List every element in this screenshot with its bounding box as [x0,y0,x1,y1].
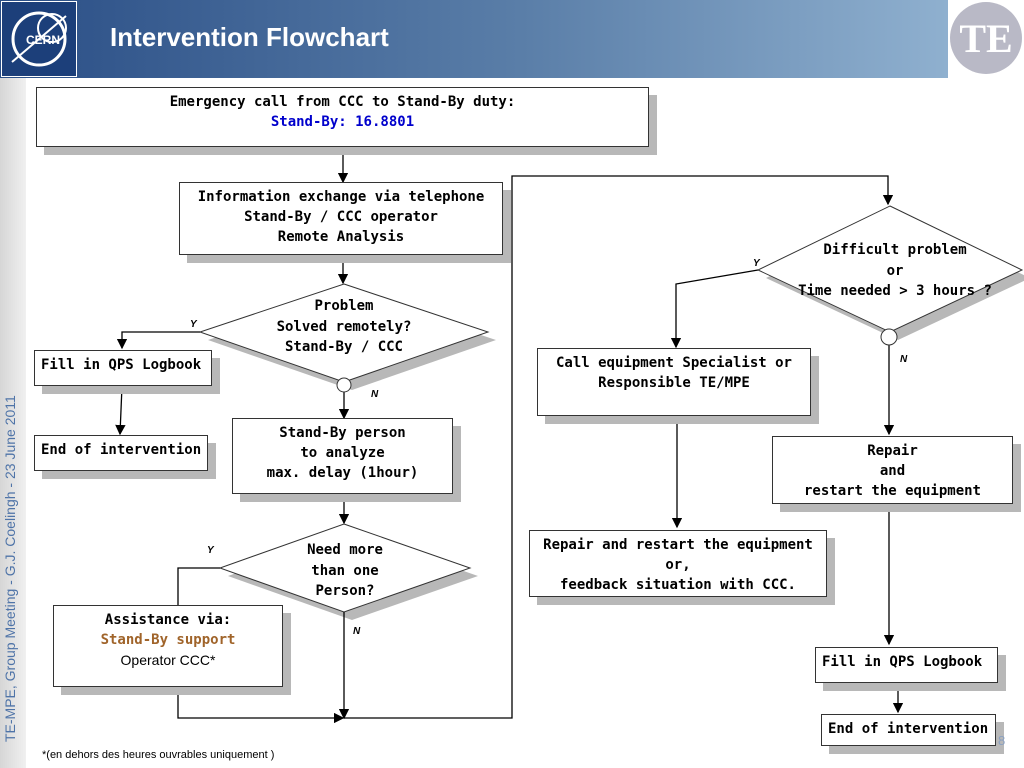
node-info-exchange-line3: Remote Analysis [277,229,405,245]
cern-logo-icon: CERN [11,11,67,67]
node-repair-feedback-line2: or, [665,557,691,573]
decision-need-more-line3: Person? [315,583,375,599]
decision-problem-solved-line1: Problem [314,298,374,314]
node-assistance-line1: Assistance via: [104,612,232,628]
edge-label-yes: Y [753,258,760,269]
node-end-left: End of intervention [34,435,208,471]
page-number: 8 [998,733,1006,748]
node-repair-restart: Repair and restart the equipment [772,436,1013,504]
node-end-right: End of intervention [821,714,996,746]
node-repair-feedback-line1: Repair and restart the equipment [543,537,813,553]
node-call-specialist-line2: Responsible TE/MPE [598,375,750,391]
edge-label-yes: Y [207,545,214,556]
node-standby-analyze-line2: to analyze [300,445,385,461]
te-logo-icon: TE [950,2,1022,74]
node-repair-restart-line3: restart the equipment [803,483,981,499]
node-fill-logbook-left: Fill in QPS Logbook [34,350,212,386]
te-logo-text: TE [959,16,1012,61]
decision-problem-solved-line3: Stand-By / CCC [284,339,403,355]
edge-label-no: N [353,626,361,637]
connector-circle [880,328,898,346]
node-repair-restart-line1: Repair [867,443,918,459]
node-emergency-call-line1: Emergency call from CCC to Stand-By duty… [169,94,516,110]
edge-label-no: N [900,354,908,365]
node-repair-feedback-line3: feedback situation with CCC. [559,577,796,593]
node-end-left-text: End of intervention [41,442,202,458]
decision-difficult-problem-line3: Time needed > 3 hours ? [798,283,992,299]
decision-difficult-problem-line1: Difficult problem [823,242,967,258]
node-assistance-line2: Stand-By support [100,632,236,648]
footnote: *(en dehors des heures ouvrables uniquem… [42,749,275,761]
decision-problem-solved-line2: Solved remotely? [276,318,412,335]
edge-label-no: N [371,389,379,400]
node-repair-restart-line2: and [879,463,906,479]
cern-logo-text: CERN [26,33,60,47]
node-emergency-call: Emergency call from CCC to Stand-By duty… [36,87,649,147]
edge-label-yes: Y [190,319,197,330]
edge-problem-yes [116,331,200,350]
decision-difficult-problem-line2: or [886,262,904,279]
decision-difficult-problem-text: Difficult problem or Time needed > 3 hou… [780,240,1010,302]
node-assistance: Assistance via: Stand-By support Operato… [53,605,283,687]
edge-logbook-to-end [115,385,126,436]
edge-difficult-yes [670,269,759,349]
sidebar [0,78,26,768]
connector-circle [336,377,352,393]
node-standby-analyze-line3: max. delay (1hour) [266,465,419,481]
cern-logo: CERN [1,1,77,77]
node-info-exchange-line1: Information exchange via telephone [197,189,485,205]
node-emergency-call-line2: Stand-By: 16.8801 [270,114,415,130]
node-info-exchange-line2: Stand-By / CCC operator [244,209,438,225]
node-call-specialist: Call equipment Specialist or Responsible… [537,348,811,416]
header-banner [0,0,948,78]
decision-need-more-line2: than one [311,562,379,579]
decision-need-more-line1: Need more [307,542,383,558]
node-standby-analyze-line1: Stand-By person [279,425,406,441]
node-end-right-text: End of intervention [828,721,989,737]
node-fill-logbook-right-text: Fill in QPS Logbook [822,654,983,670]
page-title: Intervention Flowchart [110,22,389,52]
node-standby-analyze: Stand-By person to analyze max. delay (1… [232,418,453,494]
decision-problem-solved-text: Problem Solved remotely? Stand-By / CCC [254,296,434,358]
edge-to-difficult [344,175,894,719]
node-info-exchange: Information exchange via telephone Stand… [179,182,503,255]
node-assistance-line3: Operator CCC* [120,652,216,668]
node-fill-logbook-left-text: Fill in QPS Logbook [41,357,202,373]
te-logo: TE [948,0,1024,78]
node-repair-feedback: Repair and restart the equipment or, fee… [529,530,827,597]
node-call-specialist-line1: Call equipment Specialist or [555,355,792,371]
node-fill-logbook-right: Fill in QPS Logbook [815,647,998,683]
decision-need-more-text: Need more than one Person? [275,540,415,602]
